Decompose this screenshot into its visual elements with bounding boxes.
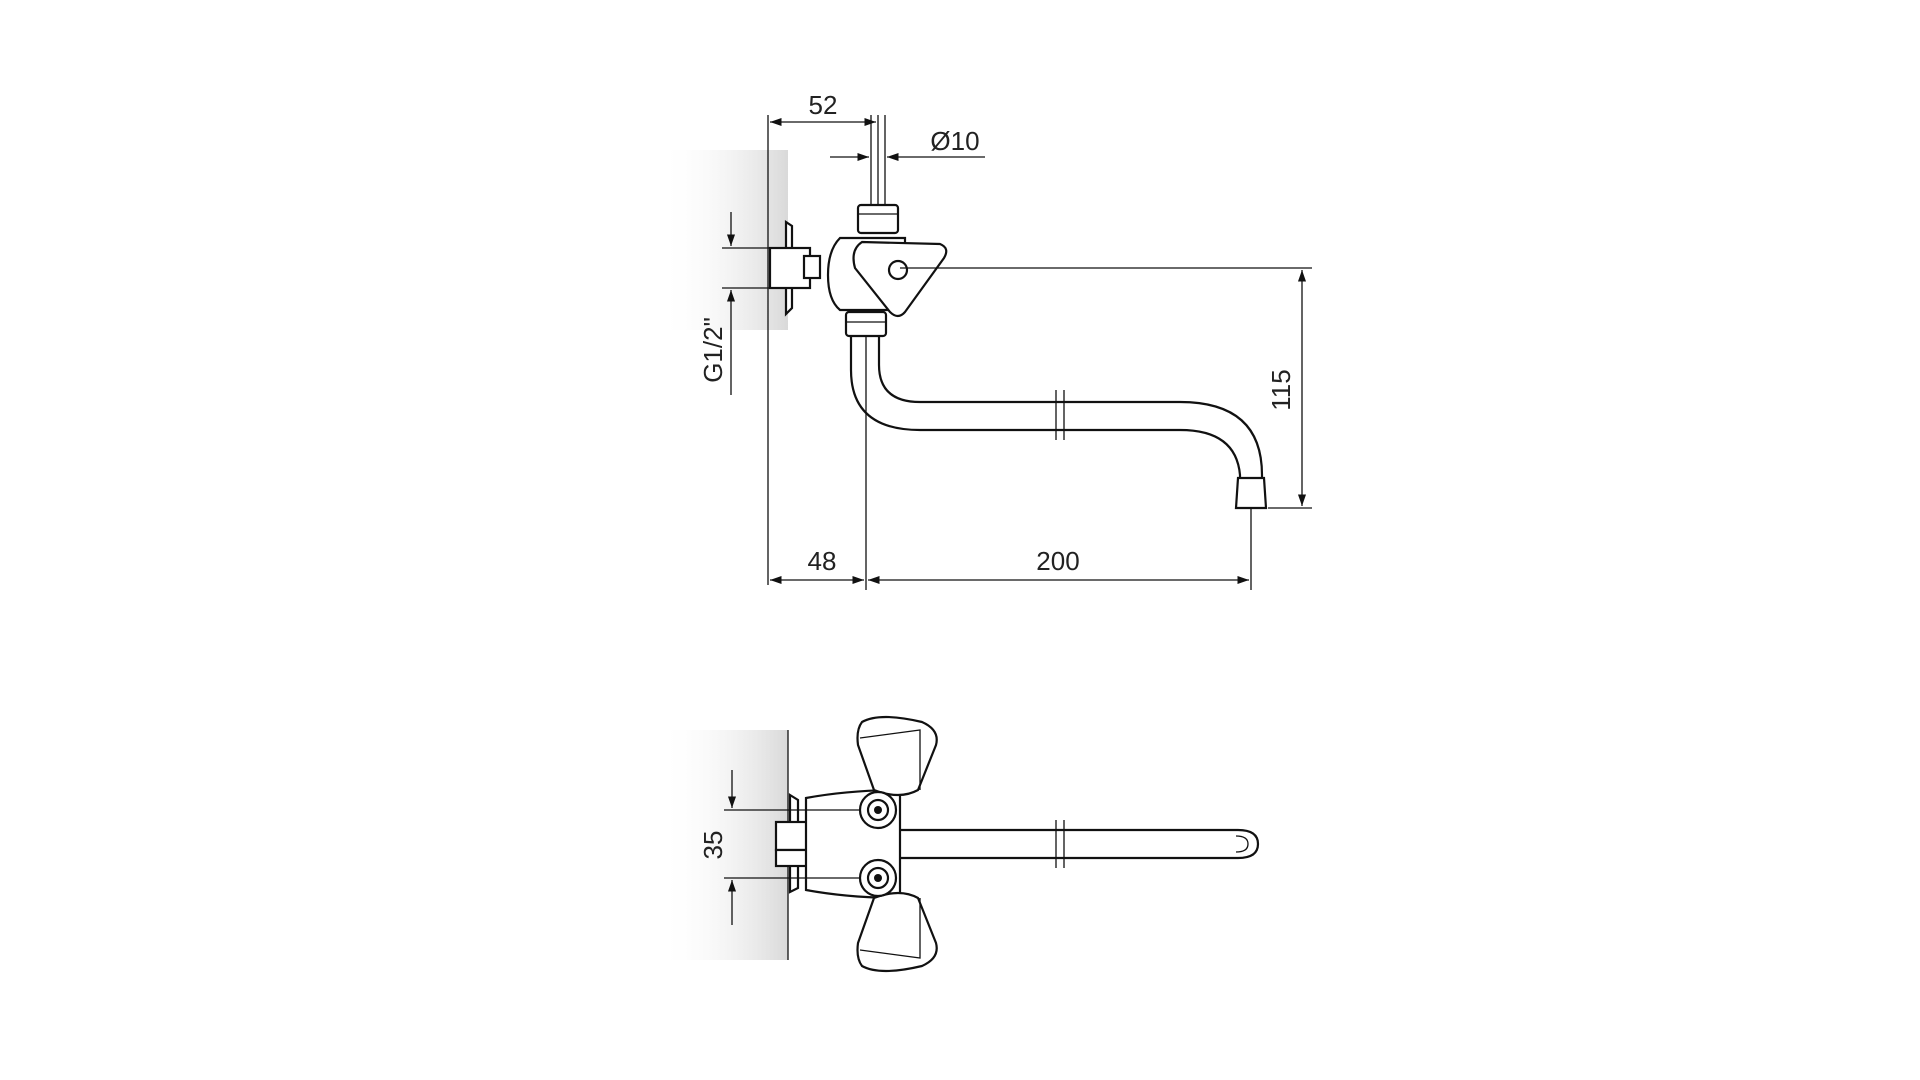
- top-nut: [856, 203, 900, 235]
- bottom-nut: [844, 310, 888, 338]
- dim-g12-label: G1/2": [698, 317, 728, 383]
- dim-d10-label: Ø10: [930, 126, 979, 156]
- spout-outer: [849, 336, 1242, 500]
- spout-tip: [1234, 476, 1268, 510]
- handle-hole: [887, 259, 909, 281]
- top-view: 35: [660, 715, 1260, 973]
- top-spout-end-inner: [1235, 835, 1249, 853]
- upper-handle: [856, 715, 938, 797]
- dim-35-label: 35: [698, 831, 728, 860]
- dim-48-label: 48: [808, 546, 837, 576]
- wall-shade-top: [660, 150, 788, 330]
- connector-square: [802, 254, 822, 280]
- dim-52-label: 52: [809, 90, 838, 120]
- dim-200-label: 200: [1036, 546, 1079, 576]
- top-spout-end: [1237, 828, 1260, 860]
- lower-nut-center: [874, 874, 882, 882]
- spout-inner: [877, 336, 1264, 500]
- wall-shade-bottom: [660, 730, 788, 960]
- lower-handle-facet: [859, 898, 921, 959]
- dim-115-label: 115: [1266, 369, 1296, 410]
- lower-handle: [856, 891, 938, 973]
- upper-handle-facet: [859, 729, 921, 790]
- upper-nut-center: [874, 806, 882, 814]
- side-view: 52 Ø10 G1/2" 115 48 200: [660, 90, 1312, 590]
